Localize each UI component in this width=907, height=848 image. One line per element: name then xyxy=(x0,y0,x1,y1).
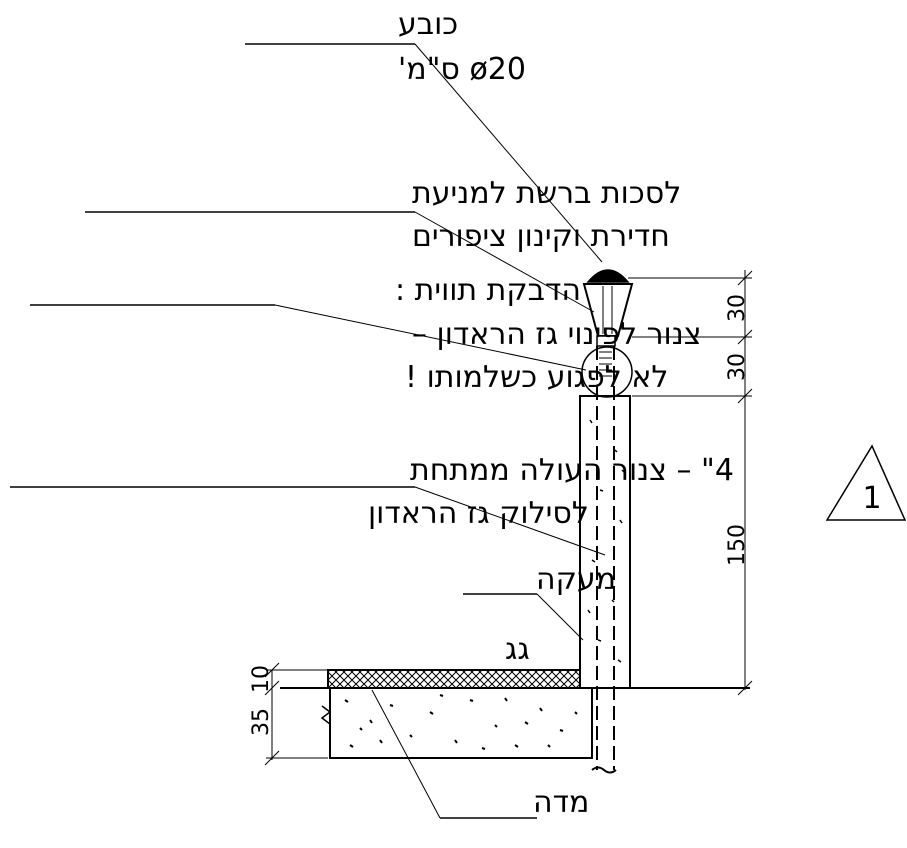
parapet-label: מעקה xyxy=(536,562,616,597)
parapet-wall xyxy=(579,395,631,689)
dim-cap-30: 30 xyxy=(725,294,750,322)
roof-layer xyxy=(327,669,581,689)
dim-pipe-30: 30 xyxy=(725,353,750,381)
cap-label: כובע xyxy=(398,7,458,42)
leader-lines xyxy=(10,43,606,819)
tag-label-line2: צנור לפינוי גז הראדון – xyxy=(412,317,702,352)
dim-roof-10: 10 xyxy=(249,665,274,693)
pipe-label-line2: לסילוק גז הראדון xyxy=(368,496,589,531)
detail-marker: 1 xyxy=(825,444,907,521)
concrete-slab xyxy=(320,687,593,759)
roof-label: גג xyxy=(505,632,530,667)
detail-marker-number: 1 xyxy=(862,481,881,516)
dimension-lines xyxy=(264,270,753,766)
net-label-line1: לסכות ברשת למניעת xyxy=(412,176,681,211)
pipe-label-line1: 4" – צנור העולה ממתחת xyxy=(410,453,734,488)
label-tag-circle xyxy=(581,346,633,398)
slab-label: מדה xyxy=(533,785,589,820)
dim-slab-35: 35 xyxy=(249,708,274,736)
tag-label-line1: הדבקת תווית : xyxy=(395,273,581,308)
radon-pipe xyxy=(591,346,617,774)
pipe-cap xyxy=(582,269,634,347)
tag-label-line3: לא לפגוע כשלמותו ! xyxy=(405,360,668,395)
cap-size-label: ø20 ס"מ' xyxy=(398,52,526,87)
net-label-line2: חדירת וקינון ציפורים xyxy=(412,219,670,254)
dim-parapet-150: 150 xyxy=(725,524,750,566)
annotation-labels: כובע ø20 ס"מ' לסכות ברשת למניעת חדירת וק… xyxy=(368,7,734,820)
